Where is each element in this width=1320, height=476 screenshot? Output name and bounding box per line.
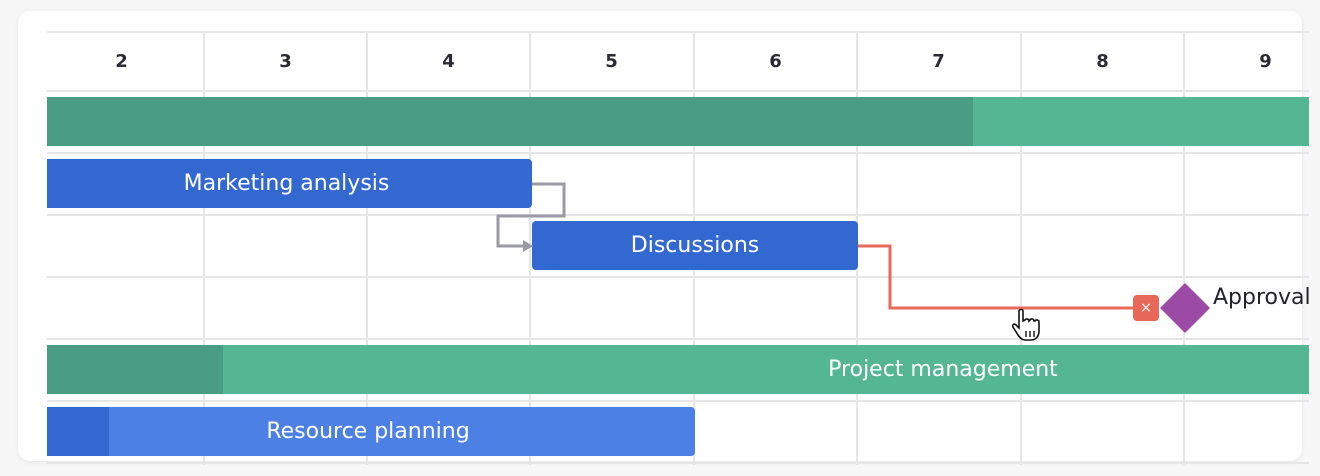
summary-task-bar[interactable] [47, 97, 1309, 146]
timeline-header-cell: 6 [769, 50, 782, 72]
progress-fill [47, 407, 109, 456]
gantt-chart: 2 3 4 5 6 7 8 9 Marketing analysis Discu… [47, 31, 1309, 465]
timeline-header-cell: 3 [279, 50, 292, 72]
grid-line [529, 31, 531, 465]
task-label: Project management [828, 357, 1058, 382]
grid-line [47, 462, 1309, 464]
task-label: Discussions [630, 233, 760, 258]
grid-line [1183, 31, 1185, 465]
timeline-header-cell: 8 [1096, 50, 1109, 72]
gantt-card: 2 3 4 5 6 7 8 9 Marketing analysis Discu… [18, 11, 1309, 465]
timeline-header-cell: 7 [932, 50, 945, 72]
grid-line [1020, 31, 1022, 465]
progress-fill [47, 97, 973, 146]
milestone-approval[interactable] [1160, 283, 1210, 333]
dependency-links-layer [496, 182, 1210, 341]
timeline-header-cell: 4 [442, 50, 455, 72]
task-bar-resource-planning[interactable]: Resource planning [47, 407, 695, 456]
grid-line [47, 90, 1309, 92]
dependency-link[interactable] [496, 182, 566, 252]
task-label: Resource planning [266, 419, 470, 444]
task-bar-marketing-analysis[interactable]: Marketing analysis [47, 159, 532, 208]
task-label: Marketing analysis [183, 171, 390, 196]
grid-line [47, 152, 1309, 154]
delete-link-button[interactable]: × [1133, 295, 1159, 321]
progress-fill [47, 345, 223, 394]
milestone-label: Approval [1213, 285, 1309, 310]
grid-line [203, 31, 205, 465]
grid-line [47, 400, 1309, 402]
timeline-header-cell: 9 [1259, 50, 1272, 72]
timeline-header-cell: 5 [605, 50, 618, 72]
grid-line [47, 276, 1309, 278]
timeline-header-cell: 2 [115, 50, 128, 72]
task-bar-discussions[interactable]: Discussions [532, 221, 858, 270]
grid-line [47, 338, 1309, 340]
dependency-link-selected[interactable] [858, 244, 1137, 310]
hand-pointer-icon [1011, 308, 1040, 341]
summary-task-bar-project-management[interactable]: Project management [47, 345, 1309, 394]
grid-line [366, 31, 368, 465]
grid-line [47, 214, 1309, 216]
grid-line [47, 31, 1309, 33]
